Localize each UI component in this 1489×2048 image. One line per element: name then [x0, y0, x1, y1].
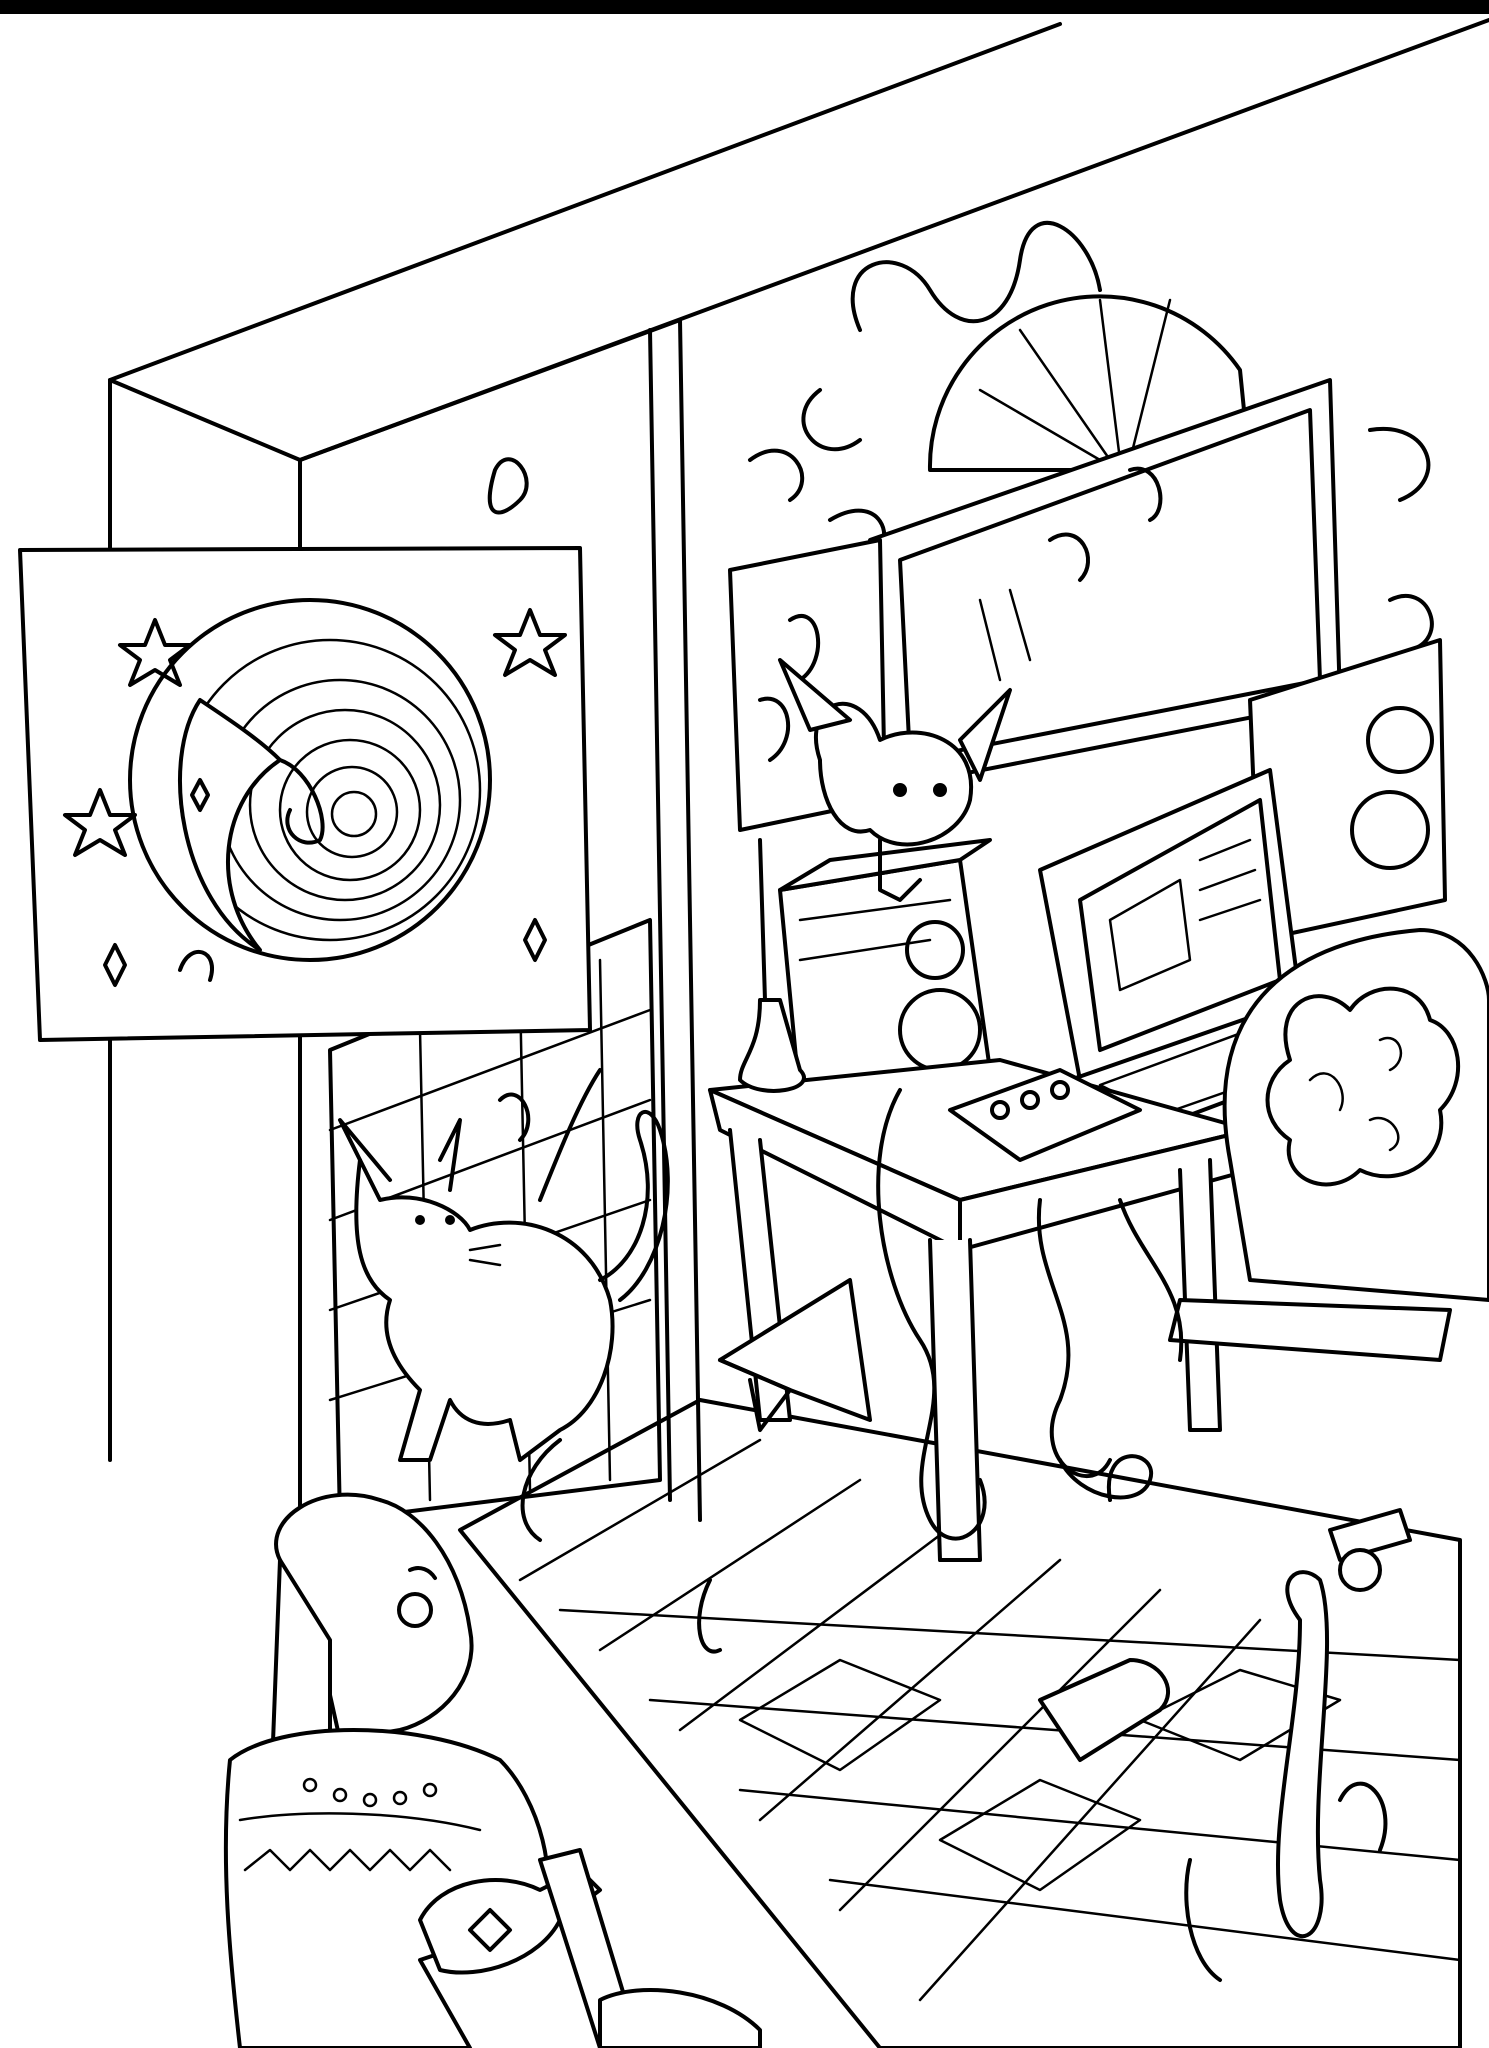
- speaker-left: [778, 838, 992, 1102]
- record-disc: [927, 294, 1252, 472]
- floor-tubes: [1038, 1508, 1412, 1982]
- goblin-figure: [778, 658, 1012, 902]
- moon-poster: [18, 546, 592, 1042]
- cat: [338, 1109, 670, 1462]
- paper-plane: [718, 1278, 872, 1432]
- mixer: [948, 1068, 1142, 1162]
- checker-floor: [458, 1398, 1462, 2048]
- top-border: [0, 0, 1489, 14]
- necklace: [302, 1777, 438, 1808]
- lava-lamp: [738, 838, 806, 1093]
- back-wall-squiggles: [487, 221, 1434, 652]
- cables: [498, 1068, 1184, 1654]
- star-icon: [63, 608, 567, 987]
- brain-globe: [1168, 928, 1489, 1362]
- woman-figure: [223, 1492, 762, 2048]
